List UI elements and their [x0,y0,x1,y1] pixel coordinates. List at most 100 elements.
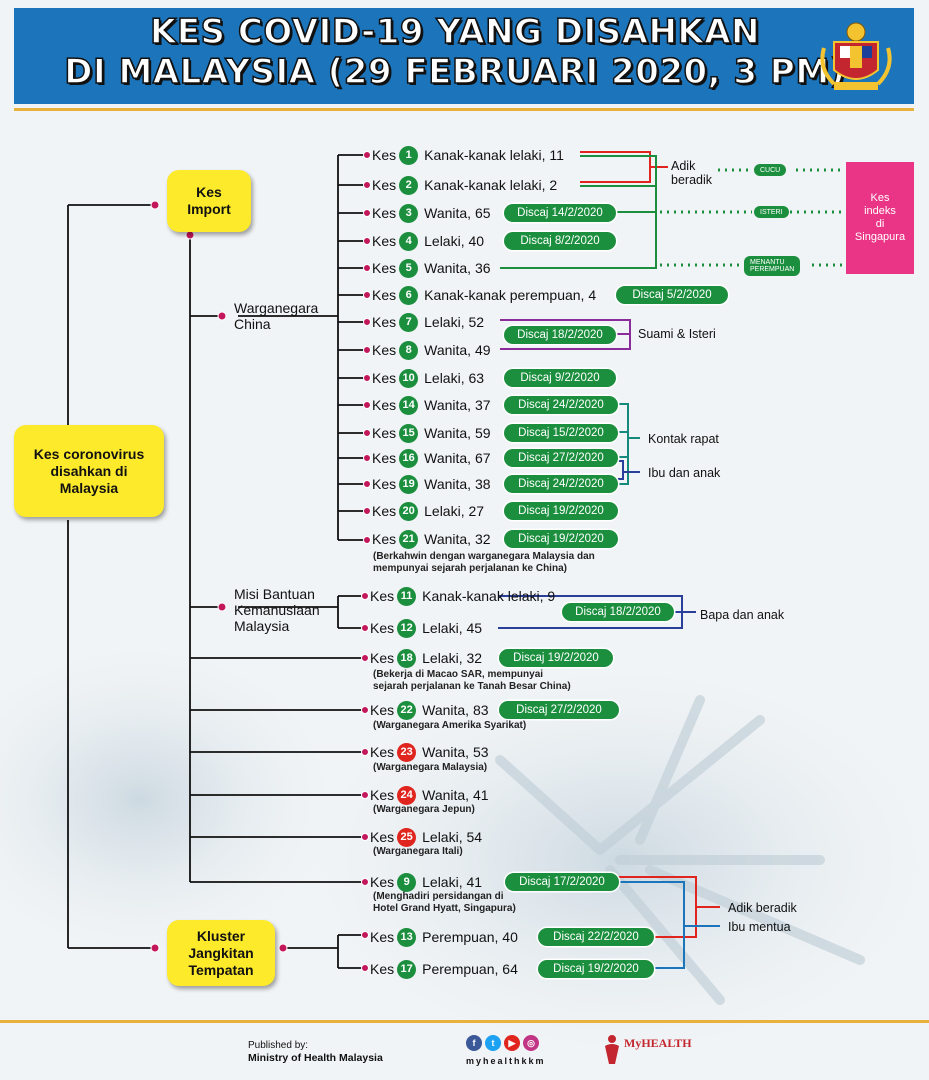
case-description: Wanita, 37 [424,397,491,413]
discaj-badge: Discaj 19/2/2020 [504,502,618,520]
case-description: Perempuan, 64 [422,961,518,977]
case-number-badge: 7 [399,312,419,332]
kes-label: Kes [370,650,395,666]
facebook-icon[interactable]: f [466,1035,482,1051]
rel-kontak-rapat: Kontak rapat [648,432,719,446]
kes-label: Kes [372,287,397,303]
case-number-badge: 1 [399,145,419,165]
case-number-badge: 23 [397,742,417,762]
note-kes25: (Warganegara Itali) [373,846,463,857]
rel-adik-beradik: Adik beradik [671,159,712,187]
case-number-badge: 13 [397,927,417,947]
kes-label: Kes [372,147,397,163]
category-china: Warganegara China [234,300,319,332]
case-number-badge: 8 [399,340,419,360]
case-description: Wanita, 65 [424,205,491,221]
kes-label: Kes [370,829,395,845]
kluster-box: Kluster Jangkitan Tempatan [167,920,275,986]
case-description: Perempuan, 40 [422,929,518,945]
rel-ibu-anak: Ibu dan anak [648,466,721,480]
rel-bapa-anak: Bapa dan anak [700,608,785,622]
case-description: Kanak-kanak perempuan, 4 [424,287,597,303]
instagram-icon[interactable]: ◎ [523,1035,539,1051]
case-number-badge: 6 [399,285,419,305]
discaj-badge: Discaj 27/2/2020 [504,449,618,467]
kes-label: Kes [370,787,395,803]
twitter-icon[interactable]: t [485,1035,501,1051]
page-title: KES COVID-19 YANG DISAHKAN DI MALAYSIA (… [64,11,846,93]
badge-menantu: MENANTU PEREMPUAN [744,256,801,276]
case-number-badge: 2 [399,175,419,195]
kes-label: Kes [370,744,395,760]
rel-adik-beradik-2: Adik beradik [728,901,797,915]
kes-label: Kes [370,588,395,604]
note-kes22: (Warganegara Amerika Syarikat) [373,720,527,731]
case-description: Lelaki, 27 [424,503,485,519]
case-description: Kanak-kanak lelaki, 11 [424,147,564,163]
case-number-badge: 5 [399,258,419,278]
case-description: Lelaki, 52 [424,314,485,330]
discaj-badge: Discaj 19/2/2020 [504,530,618,548]
note-kes21: (Berkahwin dengan warganegara Malaysia d… [373,551,595,574]
discaj-badge: Discaj 19/2/2020 [499,649,613,667]
social-icons: f t ▶ ◎ [466,1035,539,1051]
case-description: Wanita, 83 [422,702,489,718]
case-description: Lelaki, 54 [422,829,483,845]
kes-label: Kes [372,450,397,466]
kes-label: Kes [372,397,397,413]
case-number-badge: 14 [399,395,419,415]
case-description: Wanita, 38 [424,476,491,492]
index-case-box: Kes indeks di Singapura [846,162,914,274]
case-number-badge: 20 [399,501,419,521]
note-kes23: (Warganegara Malaysia) [373,762,488,773]
discaj-badge: Discaj 8/2/2020 [504,232,616,250]
kes-label: Kes [372,370,397,386]
discaj-kes11-12: Discaj 18/2/2020 [562,603,674,621]
badge-isteri: ISTERI [754,206,789,218]
note-kes24: (Warganegara Jepun) [373,804,475,815]
category-misi: Misi Bantuan Kemanusiaan Malaysia [234,586,320,634]
case-description: Wanita, 49 [424,342,491,358]
youtube-icon[interactable]: ▶ [504,1035,520,1051]
case-number-badge: 21 [399,529,419,549]
kes-label: Kes [372,314,397,330]
kes-label: Kes [372,233,397,249]
kes-label: Kes [372,205,397,221]
case-number-badge: 3 [399,203,419,223]
crest-icon [820,22,892,90]
discaj-badge: Discaj 24/2/2020 [504,475,618,493]
kes-label: Kes [372,476,397,492]
header-divider [14,108,914,111]
myhealth-icon [605,1035,619,1064]
discaj-badge: Discaj 24/2/2020 [504,396,618,414]
case-description: Wanita, 53 [422,744,489,760]
case-number-badge: 4 [399,231,419,251]
case-number-badge: 10 [399,368,419,388]
case-number-badge: 25 [397,827,417,847]
case-description: Wanita, 36 [424,260,491,276]
rel-suami-isteri: Suami & Isteri [638,327,716,341]
discaj-badge: Discaj 5/2/2020 [616,286,728,304]
kes-label: Kes [372,425,397,441]
case-description: Wanita, 41 [422,787,489,803]
kes-label: Kes [372,342,397,358]
rel-ibu-mentua: Ibu mentua [728,920,791,934]
badge-cucu: CUCU [754,164,787,176]
publisher: Published by:Ministry of Health Malaysia [248,1040,383,1064]
kes-label: Kes [370,961,395,977]
case-description: Lelaki, 41 [422,874,483,890]
